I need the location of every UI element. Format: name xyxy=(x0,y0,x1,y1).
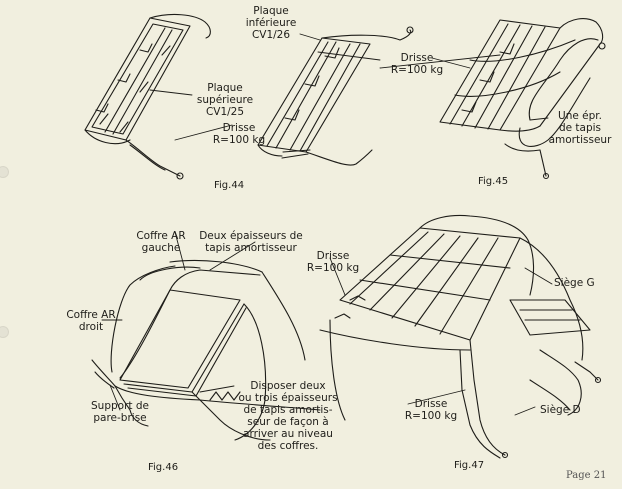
fig47-drawing xyxy=(319,214,602,459)
label-drisse-fig47-top: Drisse R=100 kg xyxy=(306,250,360,274)
label-plaque-superieure: Plaque supérieure CV1/25 xyxy=(196,82,254,118)
caption-fig45: Fig.45 xyxy=(478,176,509,187)
label-coffre-ar-droit: Coffre AR droit xyxy=(66,309,116,333)
label-siege-g: Siège G xyxy=(554,277,595,289)
label-coffre-ar-gauche: Coffre AR gauche xyxy=(136,230,186,254)
label-deux-epaisseurs: Deux épaisseurs de tapis amortisseur xyxy=(199,230,303,254)
caption-fig44: Fig.44 xyxy=(214,180,245,191)
label-disposer-instructions: Disposer deux ou trois épaisseurs de tap… xyxy=(238,380,338,452)
label-drisse-fig47-bottom: Drisse R=100 kg xyxy=(404,398,458,422)
label-support-pare-brise: Support de pare-brise xyxy=(91,400,149,424)
fig45-drawing xyxy=(439,18,606,180)
leader-lines xyxy=(101,33,553,416)
label-plaque-inferieure: Plaque inférieure CV1/26 xyxy=(245,5,297,41)
caption-fig46: Fig.46 xyxy=(148,462,179,473)
label-drisse-fig44: Drisse R=100 kg xyxy=(212,122,266,146)
label-une-epr-tapis: Une épr. de tapis amortisseur xyxy=(548,110,612,146)
binder-hole-top xyxy=(0,166,9,178)
fig44-left-drawing xyxy=(84,13,211,180)
caption-fig47: Fig.47 xyxy=(454,460,485,471)
binder-hole-bottom xyxy=(0,326,9,338)
fig44-right-drawing xyxy=(257,26,414,166)
page-number: Page 21 xyxy=(566,470,607,481)
label-siege-d: Siège D xyxy=(540,404,581,416)
fig46-drawing xyxy=(91,259,321,441)
label-drisse-fig45: Drisse R=100 kg xyxy=(390,52,444,76)
